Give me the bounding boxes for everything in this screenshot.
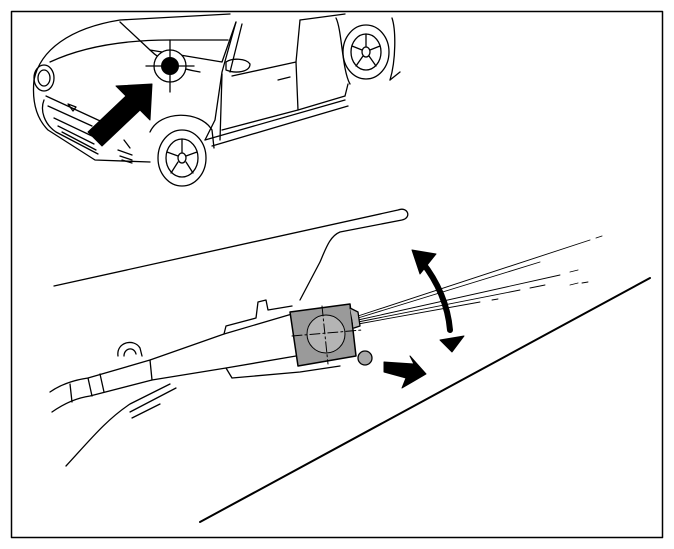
block-arrow-icon — [87, 83, 153, 147]
car-mirror — [225, 58, 251, 73]
car-bumper — [41, 99, 99, 155]
car-headlight — [33, 64, 55, 92]
bumper-surface-line — [199, 277, 651, 523]
figure-frame — [10, 10, 664, 539]
car-hood — [33, 13, 231, 81]
block-arrow-icon — [383, 355, 427, 389]
car-windshield — [119, 21, 237, 63]
crosshair-target-icon — [145, 39, 195, 93]
car-rear-wheel — [335, 17, 396, 85]
washer-spray — [357, 235, 603, 325]
adjust-ball — [357, 350, 373, 366]
car-illustration — [32, 13, 401, 187]
double-headed-curved-arrow-icon — [411, 249, 465, 353]
headlamp-lens-line — [53, 208, 409, 301]
washer-nozzle — [289, 303, 373, 367]
washer-arm — [49, 299, 341, 467]
car-front-wheel — [149, 114, 215, 187]
